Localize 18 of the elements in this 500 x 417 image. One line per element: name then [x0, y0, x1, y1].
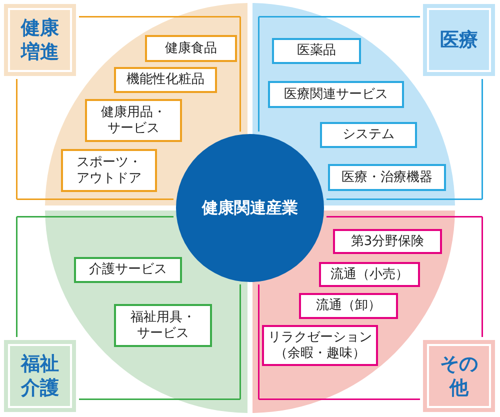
item-box: 医薬品: [272, 38, 361, 64]
category-label: 福祉介護: [4, 340, 76, 412]
item-box: システム: [320, 122, 417, 148]
item-box: 福祉用具・サービス: [114, 304, 212, 347]
item-box: 健康用品・サービス: [85, 99, 182, 142]
category-label: 健康増進: [4, 4, 76, 76]
category-label: 医療: [423, 4, 495, 76]
item-box: 流通（卸）: [299, 293, 398, 319]
item-box: 第3分野保険: [333, 229, 442, 254]
item-box: 医療・治療機器: [328, 164, 446, 191]
item-box: 健康食品: [145, 35, 237, 62]
category-label: その他: [423, 340, 495, 412]
item-box: 機能性化粧品: [114, 67, 217, 93]
item-box: 介護サービス: [74, 257, 182, 283]
item-box: 医療関連サービス: [268, 81, 404, 108]
item-box: 流通（小売）: [319, 262, 420, 287]
item-box: スポーツ・アウトドア: [61, 149, 157, 192]
item-box: リラクゼーション（余暇・趣味）: [262, 325, 378, 366]
